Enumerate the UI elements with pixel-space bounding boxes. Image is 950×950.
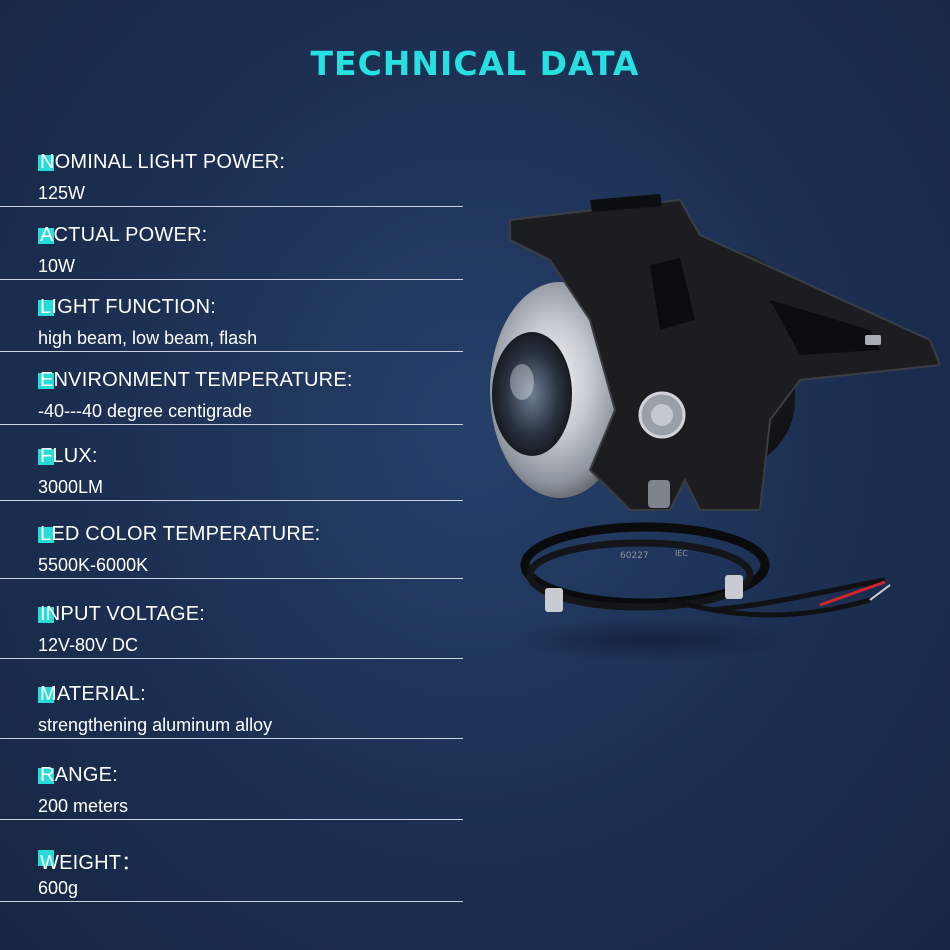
spec-list: NOMINAL LIGHT POWER: 125W ACTUAL POWER: … (0, 0, 470, 950)
square-bullet-icon (38, 155, 54, 171)
divider (0, 500, 463, 501)
square-bullet-icon (38, 228, 54, 244)
spec-label: ACTUAL POWER: (40, 224, 208, 246)
page-title: TECHNICAL DATA (310, 44, 640, 83)
spec-label: MATERIAL: (40, 683, 146, 705)
divider (0, 819, 463, 820)
square-bullet-icon (38, 768, 54, 784)
spec-value: 200 meters (38, 796, 129, 816)
lens (492, 332, 572, 456)
cable-coil (526, 539, 754, 611)
mount-foot (545, 588, 563, 612)
spec-label: ENVIRONMENT TEMPERATURE: (40, 369, 353, 391)
divider (0, 424, 463, 425)
square-bullet-icon (38, 850, 54, 866)
lower-bolt (648, 480, 670, 508)
square-bullet-icon (38, 607, 54, 623)
spec-label: FLUX: (40, 445, 98, 467)
led-headlight-image: 60227 IEC (490, 194, 940, 662)
divider (0, 658, 463, 659)
divider (0, 279, 463, 280)
divider (0, 901, 463, 902)
spec-value: strengthening aluminum alloy (38, 715, 273, 735)
spec-label: WEIGHT： (40, 852, 142, 874)
black-wire (709, 577, 886, 613)
side-bolt (865, 335, 881, 345)
spec-value: -40---40 degree centigrade (38, 401, 253, 421)
wire-tip (869, 584, 891, 601)
spec-value: 3000LM (38, 477, 104, 497)
bracket-slot (590, 194, 662, 212)
bolt-icon (651, 404, 673, 426)
square-bullet-icon (38, 449, 54, 465)
shadow (510, 618, 790, 662)
black-wire (669, 597, 871, 618)
spec-label: NOMINAL LIGHT POWER: (40, 151, 286, 173)
divider (0, 578, 463, 579)
spec-value: high beam, low beam, flash (38, 328, 258, 348)
spec-label: LED COLOR TEMPERATURE: (40, 523, 321, 545)
square-bullet-icon (38, 527, 54, 543)
red-wire (819, 580, 886, 607)
spec-value: 12V-80V DC (38, 635, 139, 655)
cable-marking: IEC (675, 549, 688, 558)
square-bullet-icon (38, 300, 54, 316)
divider (0, 738, 463, 739)
divider (0, 206, 463, 207)
spec-label: INPUT VOLTAGE: (40, 603, 206, 625)
divider (0, 351, 463, 352)
bracket-cutout (770, 300, 880, 355)
spec-value: 125W (38, 183, 86, 203)
spec-value: 10W (38, 256, 76, 276)
lens-highlight (510, 364, 534, 400)
spec-label: LIGHT FUNCTION: (40, 296, 216, 318)
spec-label: RANGE: (40, 764, 118, 786)
spec-value: 5500K-6000K (38, 555, 149, 575)
cable-marking: 60227 (620, 551, 649, 561)
cable-coil (520, 522, 770, 608)
square-bullet-icon (38, 373, 54, 389)
square-bullet-icon (38, 687, 54, 703)
spec-value: 600g (38, 878, 79, 898)
mounting-bracket (509, 198, 940, 511)
mount-foot (725, 575, 743, 599)
bracket-cutout (650, 258, 695, 330)
